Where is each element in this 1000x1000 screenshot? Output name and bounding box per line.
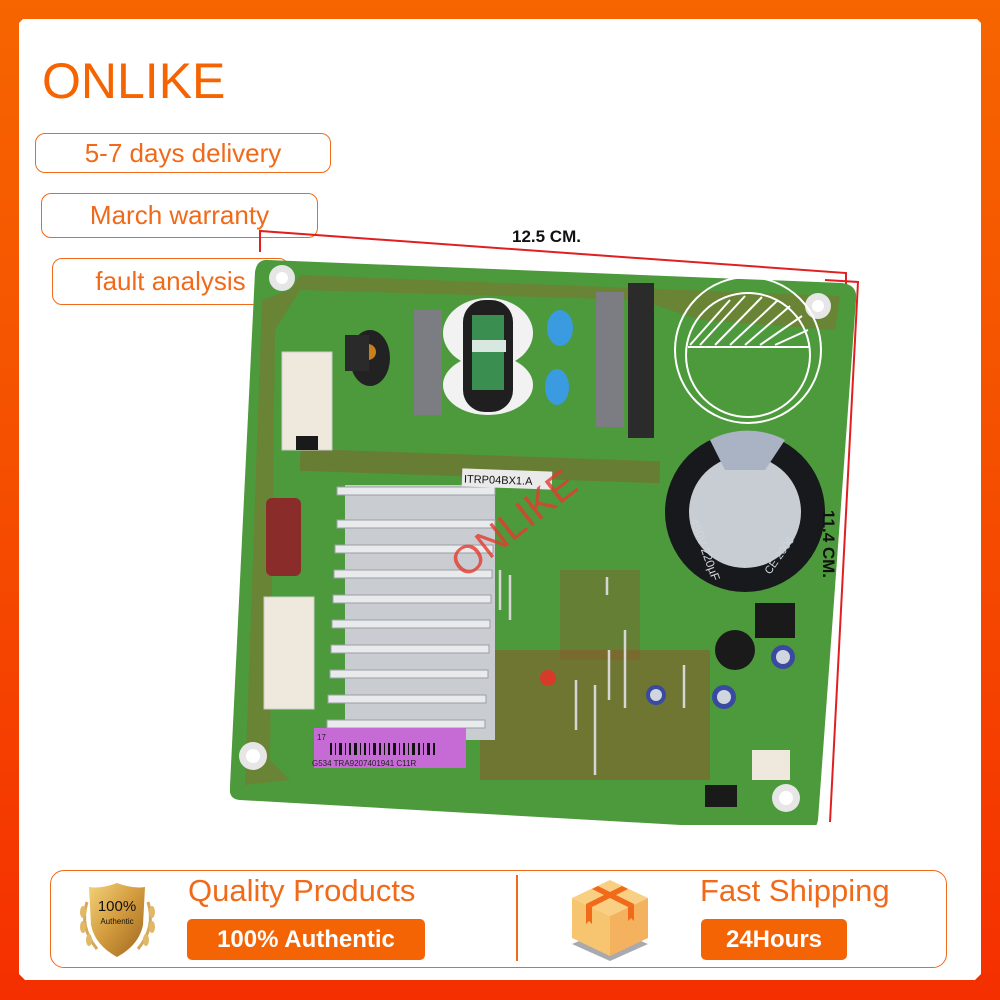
fast-shipping-title: Fast Shipping	[700, 873, 890, 908]
quality-products-title: Quality Products	[188, 873, 416, 908]
shipping-box-icon	[572, 880, 648, 961]
heatsink	[326, 485, 496, 740]
feature-pill-fault-analysis: fault analysis	[52, 258, 289, 305]
product-image: 450V 220µF CE 2006	[230, 229, 860, 825]
brand-name: ONLIKE	[42, 53, 226, 109]
feature-pill-warranty: March warranty	[41, 193, 318, 238]
pcb-board: 450V 220µF CE 2006	[230, 259, 857, 825]
svg-text:100%: 100%	[98, 898, 136, 915]
height-dimension-label: 11.4 CM.	[819, 510, 838, 579]
sticker-line-2: G534 TRA9207401941 C11R	[312, 759, 416, 768]
authentic-shield-icon: 100% Authentic	[80, 883, 155, 957]
width-dimension-label: 12.5 CM.	[512, 227, 581, 246]
svg-text:Authentic: Authentic	[100, 917, 133, 926]
shipping-time-badge: 24Hours	[701, 919, 847, 960]
banner-divider	[516, 875, 518, 961]
sticker-line-1: 17	[317, 733, 326, 742]
authentic-badge: 100% Authentic	[187, 919, 425, 960]
board-model-label: ITRP04BX1.A	[464, 474, 534, 488]
dimension-lines	[259, 229, 860, 823]
feature-pill-delivery: 5-7 days delivery	[35, 133, 331, 173]
